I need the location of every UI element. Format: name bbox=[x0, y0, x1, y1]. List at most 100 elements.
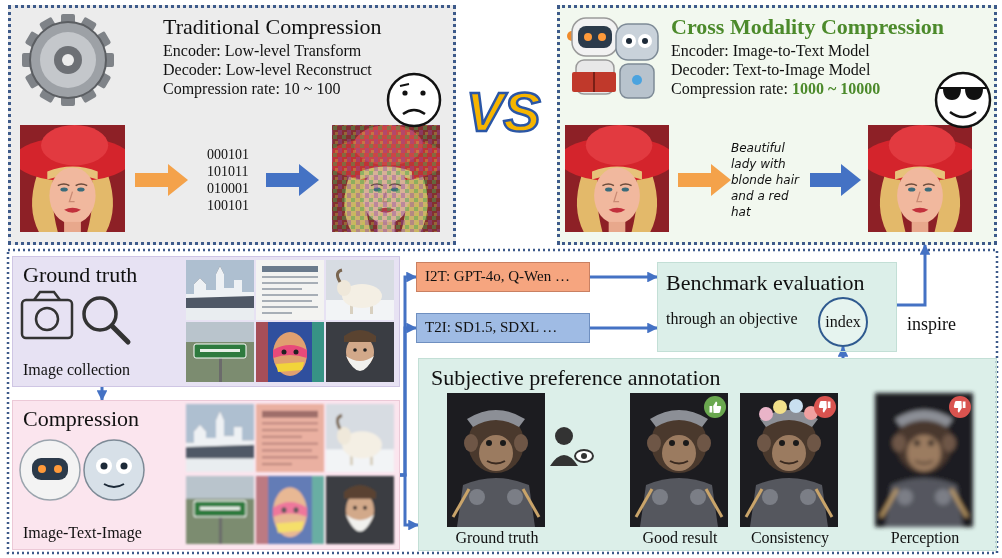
cool-face bbox=[943, 88, 961, 100]
frown-face bbox=[420, 90, 425, 95]
good-image bbox=[630, 393, 728, 527]
panel-fill bbox=[12, 400, 400, 550]
text-holder: Compression bbox=[23, 406, 139, 431]
source-photo bbox=[559, 125, 675, 232]
blurry-image bbox=[875, 393, 973, 527]
robot-icon bbox=[626, 38, 632, 44]
source-image-grid bbox=[256, 322, 324, 382]
frown-face bbox=[403, 110, 425, 114]
stage-panel: Ground truthImage collection bbox=[12, 256, 400, 387]
compressed-image-grid bbox=[256, 404, 324, 472]
source-image-grid bbox=[326, 260, 394, 320]
thumb-down-icon bbox=[949, 396, 971, 418]
text-holder: I2T: GPT-4o, Q-Wen … bbox=[425, 268, 570, 285]
panel-fills bbox=[8, 5, 997, 551]
edge-label: inspire bbox=[907, 314, 956, 335]
frown-face bbox=[388, 74, 440, 126]
encode-arrow bbox=[135, 164, 188, 196]
text-holder: through an objective bbox=[666, 310, 798, 328]
text-holder: Traditional Compression bbox=[163, 14, 382, 39]
panel-fill bbox=[8, 5, 456, 245]
gear-icon bbox=[30, 22, 106, 98]
annotator-icon bbox=[550, 455, 578, 466]
annotator-icon bbox=[575, 450, 593, 462]
robot-icon bbox=[567, 18, 658, 98]
compressed-image-grid bbox=[326, 476, 394, 544]
gear-icon bbox=[22, 14, 114, 106]
robot-icon bbox=[620, 64, 654, 98]
benchmark-panel: indexBenchmark evaluationthrough an obje… bbox=[657, 262, 897, 352]
text-holder: 000101 101011 010001 100101 bbox=[207, 146, 249, 214]
robot-pair-icon bbox=[54, 465, 62, 473]
flow-arrow bbox=[400, 277, 416, 475]
source-photo bbox=[559, 125, 675, 232]
compressed-image-grid bbox=[256, 476, 324, 544]
panel-fill bbox=[418, 358, 997, 551]
compressed-image-grid bbox=[256, 476, 324, 544]
thumb-up-icon bbox=[704, 396, 726, 418]
node-text: Good result bbox=[642, 529, 717, 547]
panel-fill bbox=[416, 262, 590, 292]
text-description: Beautiful lady with blonde hair and a re… bbox=[731, 140, 807, 220]
text-holder: Image collection bbox=[23, 361, 130, 379]
inconsistent-image bbox=[740, 393, 838, 527]
node-text: Ground truth bbox=[455, 529, 538, 547]
text-holder: 1000 ~ 10000 bbox=[792, 80, 880, 98]
robot-icon bbox=[572, 18, 618, 56]
compressed-image-grid bbox=[186, 404, 394, 544]
blurry-image bbox=[875, 393, 973, 527]
model-box: T2I: SD1.5, SDXL … bbox=[416, 313, 590, 343]
compressed-image-grid bbox=[326, 404, 394, 472]
gear-icon bbox=[54, 46, 82, 74]
compressed-image-grid bbox=[186, 476, 254, 544]
source-image-grid bbox=[256, 260, 324, 320]
robot-pair-icon bbox=[84, 440, 144, 500]
robot-pair-icon bbox=[101, 463, 108, 470]
reference-image bbox=[447, 393, 545, 527]
robot-pair-icon bbox=[20, 440, 144, 500]
panel-fill bbox=[557, 5, 997, 245]
flow-arrow bbox=[897, 245, 925, 305]
robot-pair-icon bbox=[20, 440, 80, 500]
node-heading: Cross Modality Compression bbox=[671, 14, 944, 39]
node-heading: Compression bbox=[23, 406, 139, 431]
camera-icon bbox=[22, 292, 72, 338]
robot-icon bbox=[616, 24, 658, 60]
text-holder: Encoder: Low-level Transform bbox=[163, 42, 361, 60]
robot-icon bbox=[593, 72, 595, 92]
text-holder: T2I: SD1.5, SDXL … bbox=[425, 319, 557, 336]
cool-face bbox=[940, 87, 986, 89]
thumb-up-icon bbox=[704, 396, 726, 418]
thumb-down-icon bbox=[814, 396, 836, 418]
flow-arrow bbox=[842, 347, 845, 358]
generated-photo bbox=[862, 125, 978, 232]
robot-pair-icon bbox=[104, 484, 124, 487]
compressed-image-grid bbox=[186, 404, 254, 472]
text-holder: Ground truth bbox=[23, 262, 137, 287]
region-outline bbox=[8, 250, 997, 553]
node-text: Consistency bbox=[751, 529, 829, 547]
compressed-image-grid bbox=[256, 476, 324, 544]
text-holder: Decoder: Low-level Reconstruct bbox=[163, 61, 372, 79]
text-holder: Consistency bbox=[751, 529, 829, 547]
inconsistent-image bbox=[773, 400, 787, 414]
text-holder: Compression rate: 10 ~ 100 bbox=[163, 80, 341, 98]
source-image-grid bbox=[186, 260, 254, 320]
cool-face bbox=[950, 112, 976, 117]
generated-photo bbox=[862, 125, 978, 232]
text-holder: Cross Modality Compression bbox=[671, 14, 944, 39]
text-holder: VS bbox=[466, 80, 541, 144]
robot-icon bbox=[622, 34, 636, 48]
source-image-grid bbox=[186, 322, 254, 382]
source-image-grid bbox=[326, 322, 394, 382]
thumb-down-icon bbox=[949, 396, 971, 418]
compressed-image-grid bbox=[256, 404, 324, 472]
flow-arrow bbox=[590, 276, 657, 279]
magnifier-icon bbox=[112, 326, 128, 342]
text-holder: Compression rate: bbox=[671, 80, 788, 98]
robot-icon bbox=[638, 34, 652, 48]
magnifier-icon bbox=[84, 298, 128, 342]
node-heading: Traditional Compression bbox=[163, 14, 382, 39]
camera-icon bbox=[22, 300, 72, 338]
node-text: Decoder: Low-level Reconstruct bbox=[163, 61, 372, 79]
